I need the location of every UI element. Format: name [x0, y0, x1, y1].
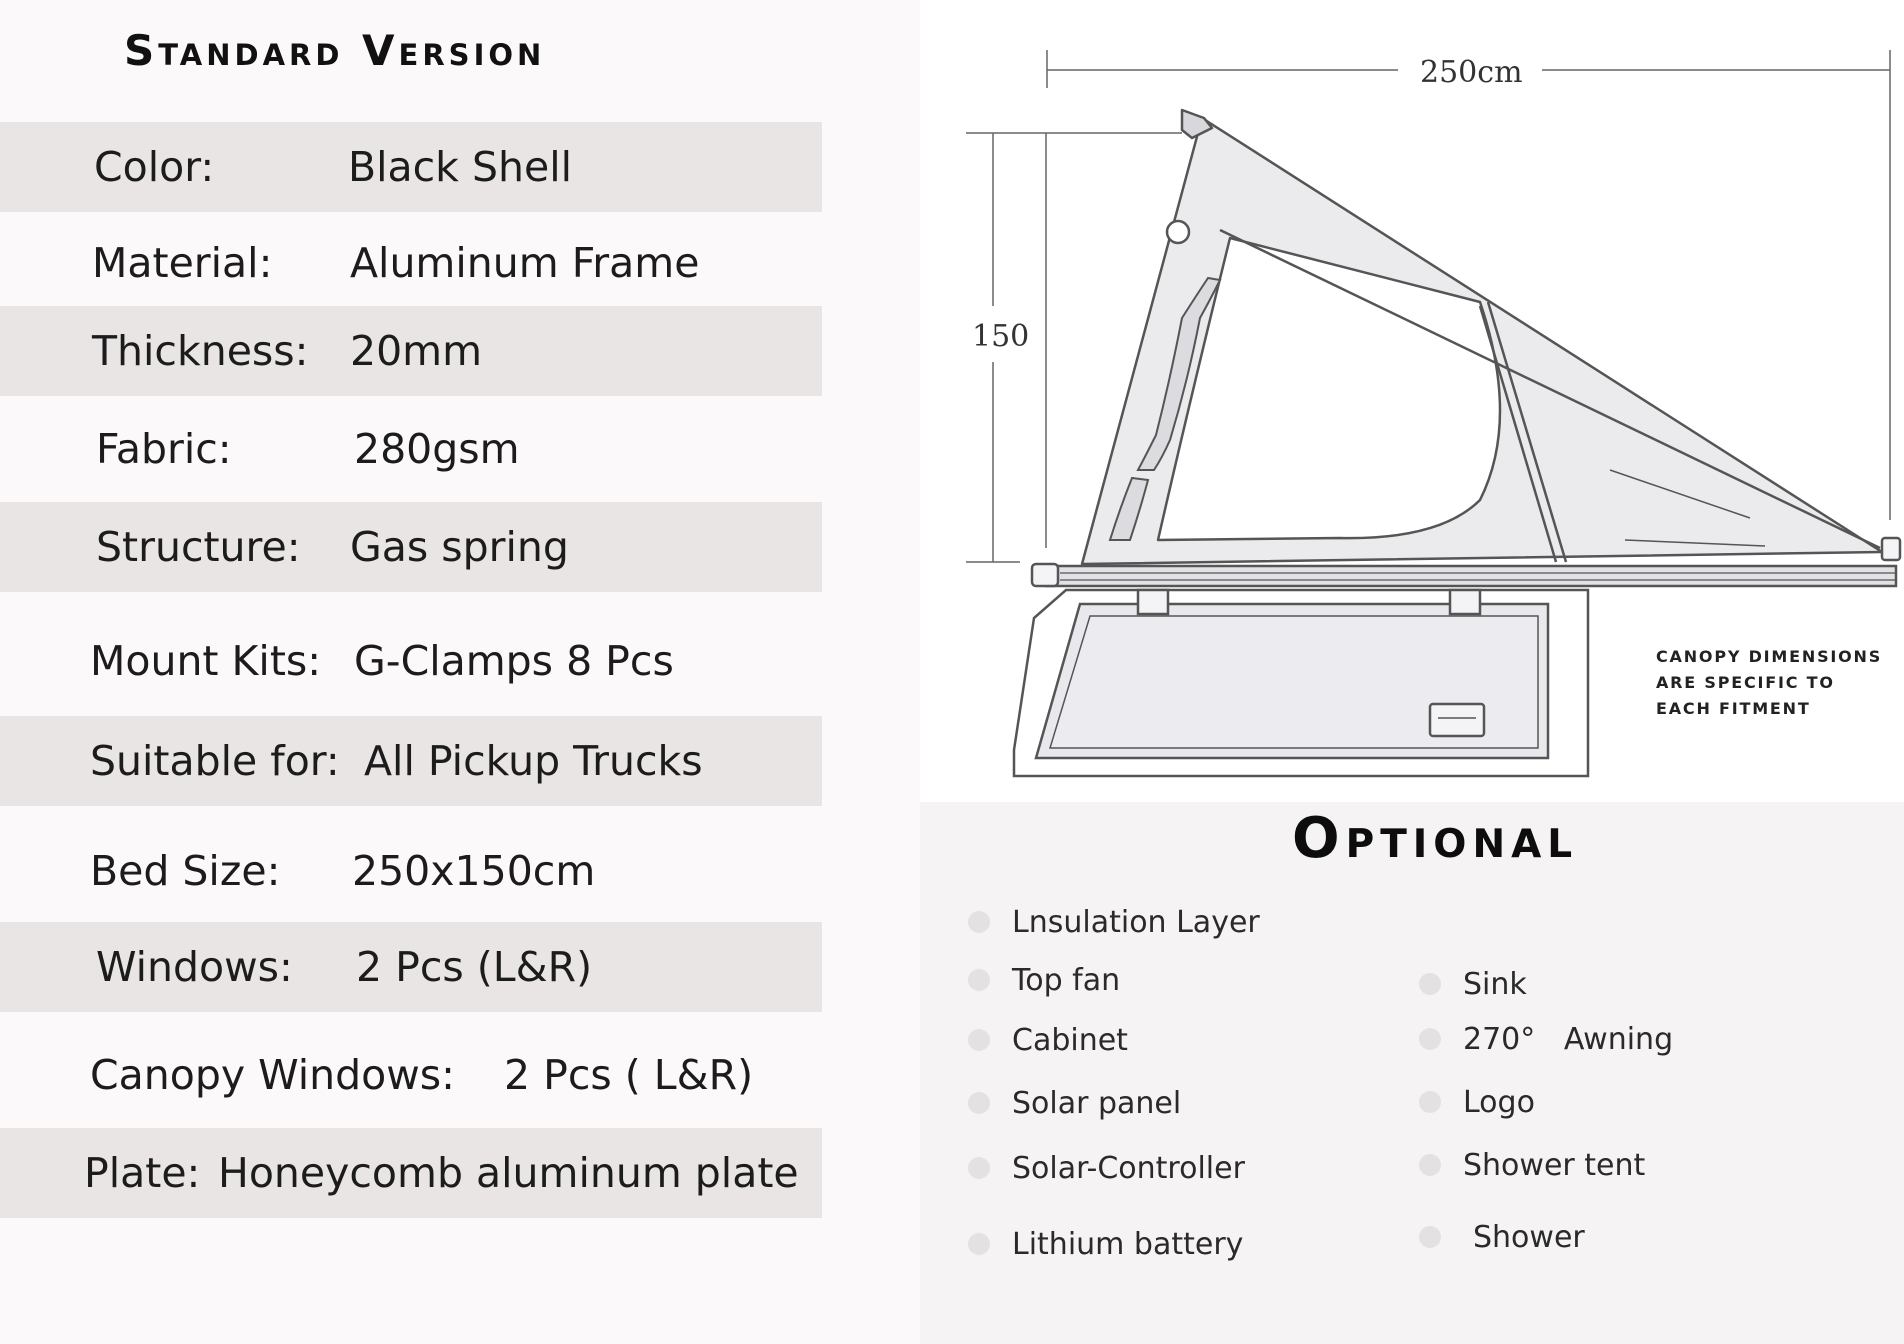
- standard-version-panel: Standard Version Color: Black Shell Mate…: [0, 0, 920, 1344]
- option-item-top-fan: Top fan: [968, 961, 1120, 1001]
- spec-label: Fabric:: [96, 425, 232, 473]
- spec-label: Canopy Windows:: [90, 1051, 455, 1099]
- bullet-dot: [968, 1028, 990, 1051]
- bullet-dot: [968, 968, 990, 991]
- bullet-dot: [968, 910, 990, 933]
- option-item-solar-controller: Solar-Controller: [968, 1149, 1245, 1189]
- bullet-dot: [1419, 972, 1441, 995]
- spec-value: Black Shell: [348, 143, 572, 191]
- bullet-dot: [968, 1156, 990, 1179]
- spec-row-bed-size: Bed Size: 250x150cm: [0, 826, 822, 916]
- optional-title: Optional: [1292, 806, 1579, 871]
- option-item-awning: 270° Awning: [1419, 1020, 1673, 1060]
- width-dimension: [1046, 50, 1891, 520]
- option-label: Solar panel: [1012, 1086, 1182, 1121]
- bullet-dot: [1419, 1153, 1441, 1176]
- option-label: Logo: [1463, 1085, 1535, 1120]
- option-label: Solar-Controller: [1012, 1151, 1245, 1186]
- spec-value: Honeycomb aluminum plate: [218, 1149, 799, 1197]
- spec-value: 2 Pcs ( L&R): [504, 1051, 754, 1099]
- option-item-cabinet: Cabinet: [968, 1021, 1128, 1061]
- truck-side-panel: [1012, 588, 1590, 778]
- base-rail: [1030, 536, 1902, 588]
- spec-row-plate: Plate: Honeycomb aluminum plate: [0, 1128, 822, 1218]
- standard-version-title: Standard Version: [124, 26, 546, 75]
- option-item-logo: Logo: [1419, 1083, 1535, 1123]
- option-label: Lithium battery: [1012, 1227, 1244, 1262]
- spec-label: Material:: [92, 239, 273, 287]
- note-line: ARE SPECIFIC TO: [1656, 673, 1835, 692]
- spec-row-windows: Windows: 2 Pcs (L&R): [0, 922, 822, 1012]
- option-item-insulation-layer: Lnsulation Layer: [968, 903, 1260, 943]
- bullet-dot: [1419, 1027, 1441, 1050]
- height-dimension-label: 150: [972, 319, 1029, 354]
- spec-label: Thickness:: [92, 327, 309, 375]
- note-line: EACH FITMENT: [1656, 699, 1811, 718]
- option-item-sink: Sink: [1419, 965, 1527, 1005]
- spec-label: Mount Kits:: [90, 637, 322, 685]
- spec-value: Gas spring: [350, 523, 569, 571]
- note-line: CANOPY DIMENSIONS: [1656, 647, 1883, 666]
- bullet-dot: [968, 1232, 990, 1255]
- option-item-shower-tent: Shower tent: [1419, 1146, 1645, 1186]
- spec-row-material: Material: Aluminum Frame: [0, 218, 822, 308]
- spec-value: 2 Pcs (L&R): [356, 943, 593, 991]
- option-label: Lnsulation Layer: [1012, 905, 1260, 940]
- option-label: Shower tent: [1463, 1148, 1646, 1183]
- spec-label: Plate:: [84, 1149, 201, 1197]
- spec-label: Structure:: [96, 523, 301, 571]
- bullet-dot: [1419, 1090, 1441, 1113]
- bullet-dot: [968, 1091, 990, 1114]
- spec-row-thickness: Thickness: 20mm: [0, 306, 822, 396]
- gas-spring-sleeves: [1108, 276, 1222, 541]
- spec-value: 20mm: [350, 327, 483, 375]
- spec-label: Suitable for:: [90, 737, 340, 785]
- optional-panel: [920, 802, 1904, 1344]
- tent-shell: [1080, 108, 1884, 566]
- spec-value: 250x150cm: [352, 847, 596, 895]
- option-item-lithium-battery: Lithium battery: [968, 1225, 1243, 1265]
- spec-label: Color:: [94, 143, 215, 191]
- canopy-dimensions-note: CANOPY DIMENSIONS ARE SPECIFIC TO EACH F…: [1656, 644, 1886, 722]
- canopy-tent-diagram: 250cm 150: [966, 50, 1902, 778]
- option-item-solar-panel: Solar panel: [968, 1084, 1181, 1124]
- option-label: Top fan: [1012, 963, 1121, 998]
- height-dimension: [966, 132, 1182, 563]
- bullet-dot: [1419, 1225, 1441, 1248]
- spec-row-structure: Structure: Gas spring: [0, 502, 822, 592]
- spec-row-fabric: Fabric: 280gsm: [0, 404, 822, 494]
- option-item-shower: Shower: [1419, 1218, 1585, 1258]
- spec-value: All Pickup Trucks: [364, 737, 703, 785]
- option-label: 270° Awning: [1463, 1022, 1674, 1057]
- spec-row-suitable-for: Suitable for: All Pickup Trucks: [0, 716, 822, 806]
- option-label: Shower: [1473, 1220, 1585, 1255]
- option-label: Cabinet: [1012, 1023, 1128, 1058]
- spec-row-mount-kits: Mount Kits: G-Clamps 8 Pcs: [0, 616, 822, 706]
- spec-label: Bed Size:: [90, 847, 281, 895]
- spec-label: Windows:: [96, 943, 293, 991]
- spec-row-color: Color: Black Shell: [0, 122, 822, 212]
- option-label: Sink: [1463, 967, 1527, 1002]
- spec-value: G-Clamps 8 Pcs: [354, 637, 674, 685]
- spec-row-canopy-windows: Canopy Windows: 2 Pcs ( L&R): [0, 1030, 822, 1120]
- spec-value: 280gsm: [354, 425, 520, 473]
- spec-value: Aluminum Frame: [350, 239, 700, 287]
- width-dimension-label: 250cm: [1420, 55, 1523, 90]
